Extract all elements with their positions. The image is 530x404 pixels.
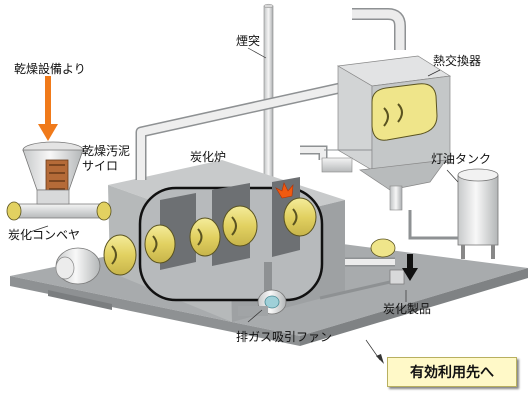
rotary-drums <box>103 197 317 276</box>
dried-sludge-silo <box>22 141 84 205</box>
kerosene-tank <box>408 168 499 259</box>
destination-pointer <box>376 354 384 364</box>
exhaust-fan <box>238 262 287 316</box>
dryer-input-arrow <box>38 76 58 141</box>
burner-flame <box>275 182 294 199</box>
label-kerosene-tank: 灯油タンク <box>431 152 492 166</box>
label-dryer-input: 乾燥設備より <box>14 62 86 76</box>
label-carbonization-conveyor: 炭化コンベヤ <box>8 228 81 242</box>
heat-exchanger <box>321 8 452 211</box>
label-chimney: 煙突 <box>236 34 261 48</box>
hot-gas-duct <box>135 82 342 180</box>
conveyor-drive-motor <box>48 247 112 310</box>
label-heat-exchanger: 熱交換器 <box>433 54 482 68</box>
carbonized-product-arrow <box>402 254 418 281</box>
label-carbonization-furnace: 炭化炉 <box>190 150 227 164</box>
destination-box: 有効利用先へ <box>387 357 517 387</box>
label-carbonized-product: 炭化製品 <box>383 302 432 316</box>
product-discharge <box>319 238 405 300</box>
feed-screw-conveyor <box>6 201 112 221</box>
label-dried-sludge-silo: 乾燥汚泥 サイロ <box>82 144 131 173</box>
label-exhaust-fan: 排ガス吸引ファン <box>236 330 333 344</box>
